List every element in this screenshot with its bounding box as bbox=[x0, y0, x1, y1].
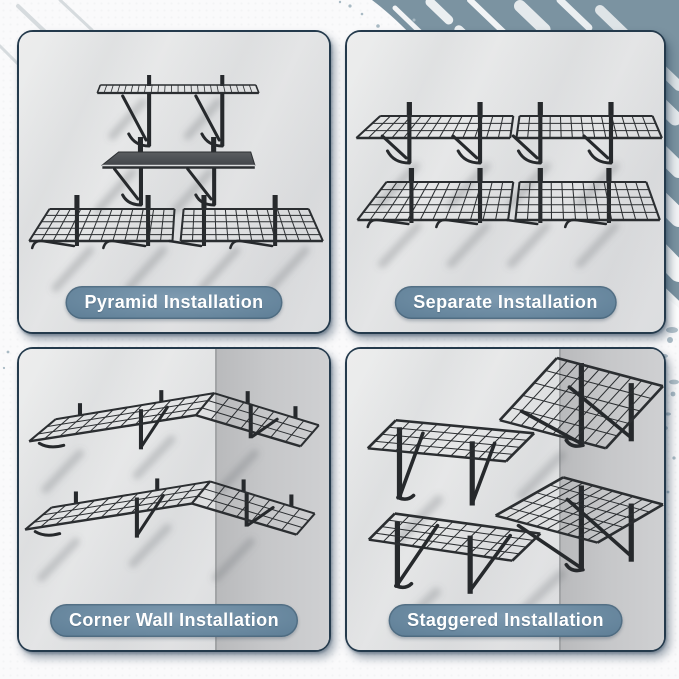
corner-wall-background: Corner Wall Installation bbox=[19, 349, 329, 650]
badge-label: Staggered Installation bbox=[407, 610, 604, 630]
staggered-wall-background: Staggered Installation bbox=[347, 349, 664, 650]
pyramid-wall-background: Pyramid Installation bbox=[19, 32, 329, 332]
panel-staggered-installation: Staggered Installation bbox=[345, 347, 666, 652]
panel-corner-wall-installation: Corner Wall Installation bbox=[17, 347, 331, 652]
staggered-shelves-illustration bbox=[366, 356, 664, 635]
badge-label: Separate Installation bbox=[413, 292, 598, 312]
corner-shelves-illustration bbox=[24, 390, 320, 582]
badge-label: Pyramid Installation bbox=[84, 292, 264, 312]
separate-shelves-illustration bbox=[355, 102, 663, 268]
badge-corner-wall-installation: Corner Wall Installation bbox=[50, 604, 298, 637]
panel-pyramid-installation: Pyramid Installation bbox=[17, 30, 331, 334]
separate-wall-background: Separate Installation bbox=[347, 32, 664, 332]
badge-label: Corner Wall Installation bbox=[69, 610, 279, 630]
pyramid-shelves-illustration bbox=[28, 75, 324, 292]
badge-separate-installation: Separate Installation bbox=[394, 286, 617, 319]
badge-pyramid-installation: Pyramid Installation bbox=[65, 286, 283, 319]
panel-separate-installation: Separate Installation bbox=[345, 30, 666, 334]
badge-staggered-installation: Staggered Installation bbox=[388, 604, 623, 637]
